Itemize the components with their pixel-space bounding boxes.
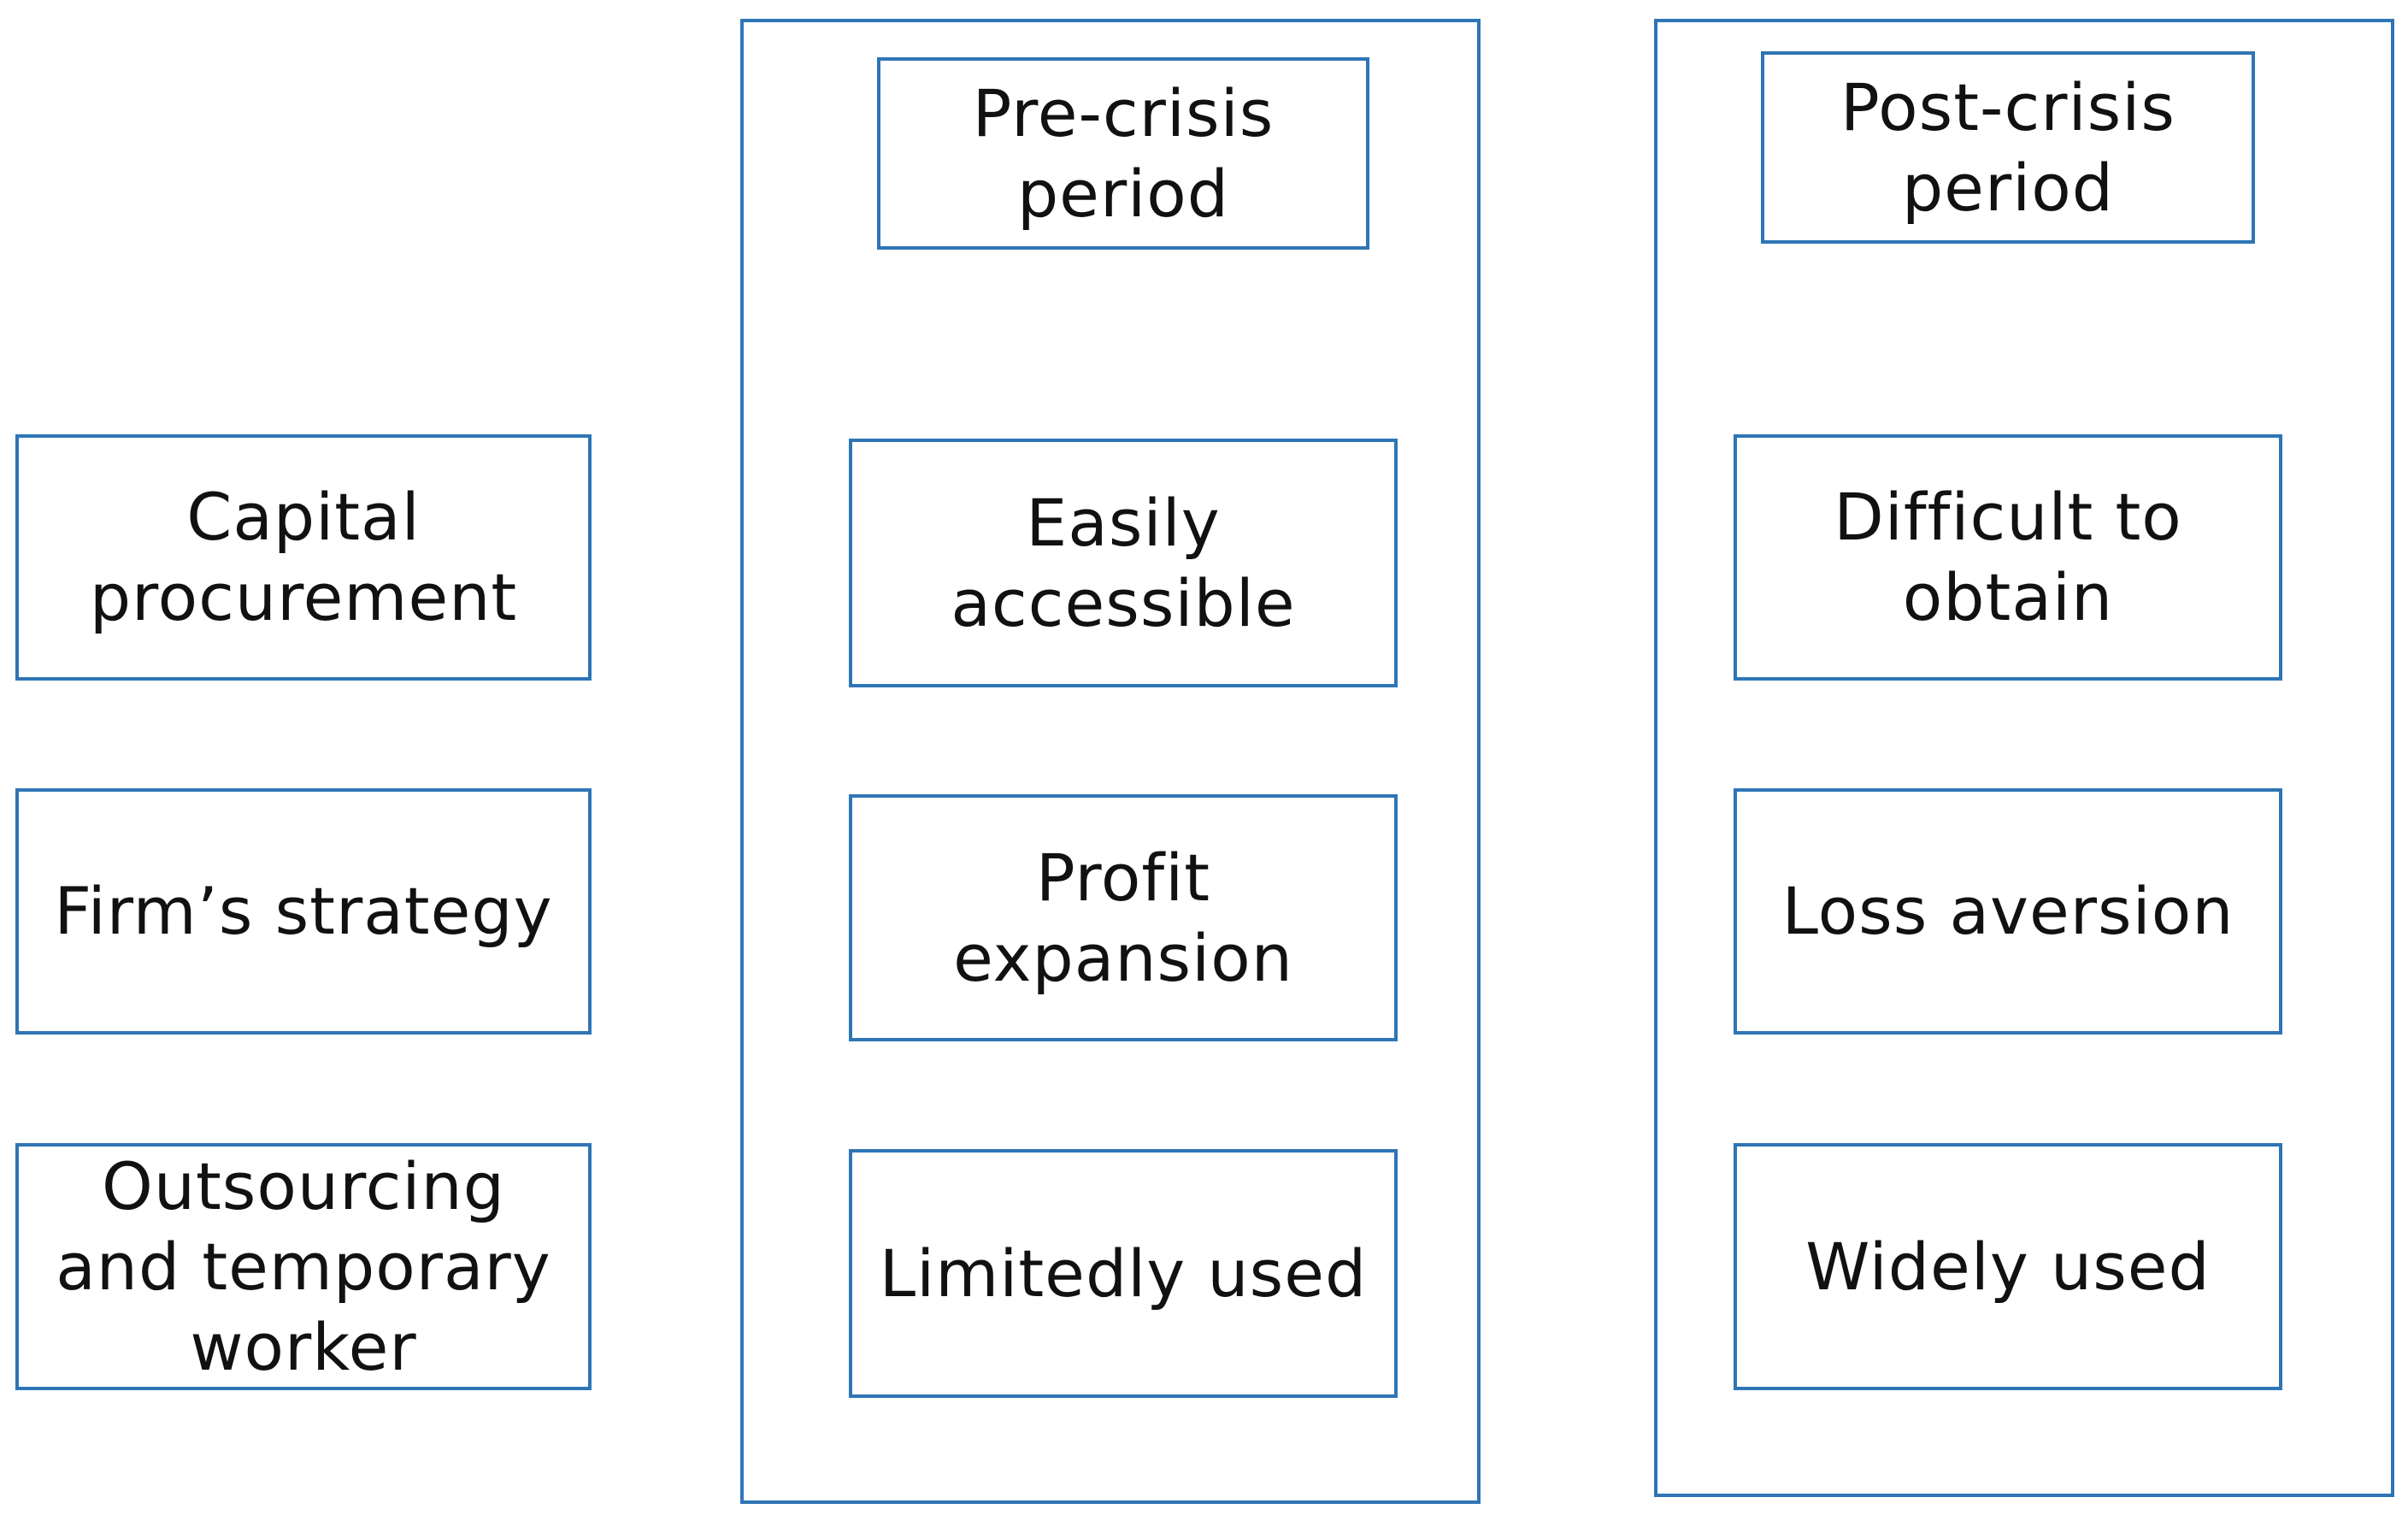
pre-crisis-item-text: Limitedly used (879, 1235, 1368, 1312)
pre-crisis-item-strategy: Profit expansion (849, 794, 1398, 1041)
row-label-capital-procurement: Capital procurement (15, 434, 592, 681)
post-crisis-header: Post-crisis period (1761, 51, 2255, 244)
post-crisis-item-text: Difficult to obtain (1834, 479, 2182, 635)
post-crisis-header-label: Post-crisis period (1840, 68, 2175, 226)
pre-crisis-header: Pre-crisis period (877, 57, 1369, 250)
row-label-outsourcing: Outsourcing and temporary worker (15, 1143, 592, 1390)
post-crisis-panel (1654, 19, 2394, 1497)
pre-crisis-item-outsourcing: Limitedly used (849, 1149, 1398, 1398)
pre-crisis-item-capital: Easily accessible (849, 439, 1398, 687)
row-label-text: Outsourcing and temporary worker (56, 1147, 551, 1385)
row-label-text: Capital procurement (89, 479, 518, 635)
row-label-text: Firm’s strategy (54, 873, 553, 949)
post-crisis-item-capital: Difficult to obtain (1734, 434, 2282, 681)
post-crisis-item-text: Widely used (1805, 1228, 2211, 1305)
row-label-firms-strategy: Firm’s strategy (15, 788, 592, 1035)
pre-crisis-panel (740, 19, 1481, 1504)
pre-crisis-item-text: Profit expansion (953, 839, 1293, 996)
post-crisis-item-outsourcing: Widely used (1734, 1143, 2282, 1390)
pre-crisis-header-label: Pre-crisis period (972, 74, 1275, 232)
post-crisis-item-text: Loss aversion (1781, 873, 2234, 949)
pre-crisis-item-text: Easily accessible (951, 484, 1296, 641)
post-crisis-item-strategy: Loss aversion (1734, 788, 2282, 1035)
